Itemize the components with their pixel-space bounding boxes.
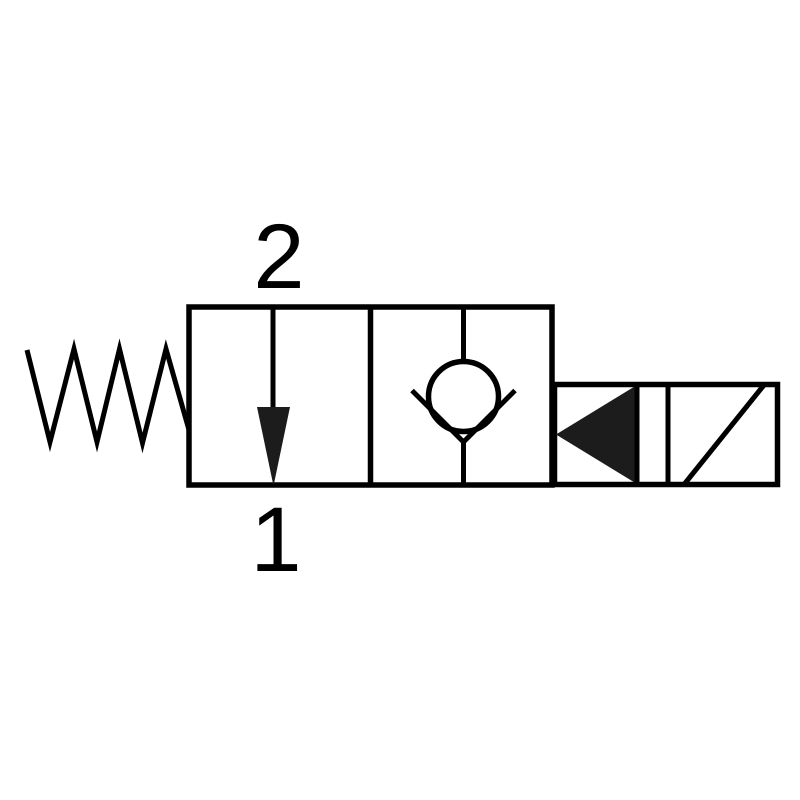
solenoid-diagonal-line (682, 383, 766, 487)
solenoid-coil-icon (551, 381, 781, 488)
return-spring-icon (24, 338, 192, 454)
check-valve-icon (410, 307, 517, 485)
flow-path-arrow-icon (257, 307, 290, 486)
port-label-top: 2 (253, 206, 304, 308)
spring-zigzag (24, 338, 192, 454)
flow-arrowhead (257, 407, 290, 486)
port-label-bottom: 1 (250, 489, 301, 591)
check-valve-ball (425, 358, 502, 435)
solenoid-triangle (556, 385, 637, 484)
